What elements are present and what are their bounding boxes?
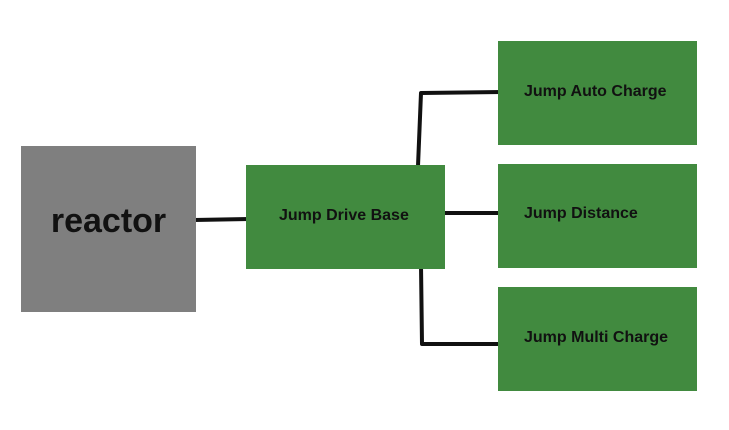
jump-distance-node: Jump Distance: [498, 164, 697, 268]
reactor-node: reactor: [21, 146, 196, 312]
connector-reactor-to-base: [192, 217, 251, 222]
jump-distance-label: Jump Distance: [524, 204, 638, 222]
jump-auto-charge-label: Jump Auto Charge: [524, 82, 667, 100]
connector-base-to-auto-charge: [416, 90, 504, 168]
jump-multi-charge-label: Jump Multi Charge: [524, 329, 669, 346]
reactor-label: reactor: [50, 201, 167, 240]
jump-drive-base-label: Jump Drive Base: [279, 207, 409, 224]
jump-auto-charge-node: Jump Auto Charge: [498, 41, 697, 145]
connector-base-to-multi-charge: [419, 263, 507, 346]
jump-multi-charge-node: Jump Multi Charge: [498, 287, 697, 391]
jump-drive-base-node: Jump Drive Base: [246, 165, 445, 269]
